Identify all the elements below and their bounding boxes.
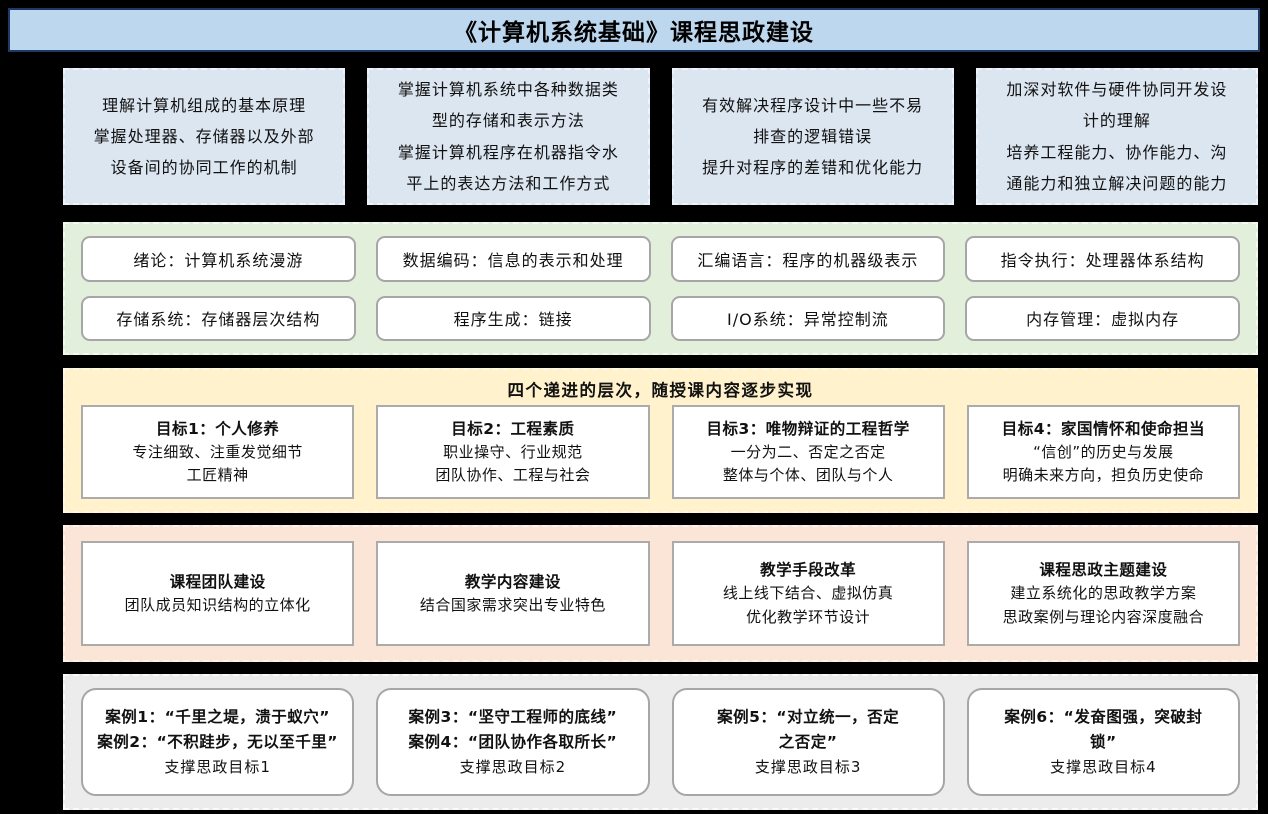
construction-title: 教学手段改革 <box>760 561 857 580</box>
chapter-label: I/O系统：异常控制流 <box>727 310 889 330</box>
goal-title: 目标3：唯物辩证的工程哲学 <box>706 419 910 438</box>
goal-box-1: 目标1：个人修养 专注细致、注重发觉细节 工匠精神 <box>81 405 355 499</box>
construction-box-methods: 教学手段改革 线上线下结合、虚拟仿真 优化教学环节设计 <box>671 541 945 646</box>
course-objectives-row: 理解计算机组成的基本原理 掌握处理器、存储器以及外部 设备间的协同工作的机制 掌… <box>63 68 1258 205</box>
case-box-4: 案例6：“发奋图强，突破封 锁” 支撑思政目标4 <box>966 688 1240 796</box>
diagram-title-bar: 《计算机系统基础》课程思政建设 <box>8 8 1260 52</box>
goal-box-4: 目标4：家国情怀和使命担当 “信创”的历史与发展 明确未来方向，担负历史使命 <box>966 405 1240 499</box>
construction-title: 教学内容建设 <box>464 572 561 591</box>
objective-text: 理解计算机组成的基本原理 掌握处理器、存储器以及外部 设备间的协同工作的机制 <box>93 95 315 178</box>
chapter-box-data-encoding: 数据编码：信息的表示和处理 <box>375 236 651 282</box>
construction-body: 结合国家需求突出专业特色 <box>419 595 606 614</box>
goal-title: 目标1：个人修养 <box>155 419 280 438</box>
objective-box-2: 掌握计算机系统中各种数据类 型的存储和表示方法 掌握计算机程序在机器指令水 平上… <box>367 68 650 205</box>
chapter-label: 内存管理：虚拟内存 <box>1026 310 1180 330</box>
case-box-2: 案例3：“坚守工程师的底线” 案例4：“团队协作各取所长” 支撑思政目标2 <box>376 688 650 796</box>
chapter-label: 程序生成：链接 <box>453 310 573 330</box>
construction-body: 建立系统化的思政教学方案 思政案例与理论内容深度融合 <box>1002 584 1205 626</box>
objective-box-3: 有效解决程序设计中一些不易 排查的逻辑错误 提升对程序的差错和优化能力 <box>671 68 954 205</box>
goal-body: 职业操守、行业规范 团队协作、工程与社会 <box>435 442 591 484</box>
goals-section: 四个递进的层次，随授课内容逐步实现 目标1：个人修养 专注细致、注重发觉细节 工… <box>63 368 1258 513</box>
goal-box-2: 目标2：工程素质 职业操守、行业规范 团队协作、工程与社会 <box>376 405 650 499</box>
construction-box-theme: 课程思政主题建设 建立系统化的思政教学方案 思政案例与理论内容深度融合 <box>966 541 1240 646</box>
case-text: 案例1：“千里之堤，溃于蚁穴” 案例2：“不积跬步，无以至千里” <box>97 708 338 751</box>
construction-section: 课程团队建设 团队成员知识结构的立体化 教学内容建设 结合国家需求突出专业特色 … <box>63 525 1258 662</box>
objective-box-4: 加深对软件与硬件协同开发设 计的理解 培养工程能力、协作能力、沟 通能力和独立解… <box>975 68 1258 205</box>
cases-section: 案例1：“千里之堤，溃于蚁穴” 案例2：“不积跬步，无以至千里” 支撑思政目标1… <box>63 674 1258 810</box>
case-support-label: 支撑思政目标3 <box>754 757 862 776</box>
goal-body: 专注细致、注重发觉细节 工匠精神 <box>132 442 303 484</box>
construction-box-content: 教学内容建设 结合国家需求突出专业特色 <box>376 541 650 646</box>
case-text: 案例6：“发奋图强，突破封 锁” <box>1004 708 1203 751</box>
goals-grid: 目标1：个人修养 专注细致、注重发觉细节 工匠精神 目标2：工程素质 职业操守、… <box>81 405 1240 499</box>
chapter-box-linking: 程序生成：链接 <box>375 295 651 341</box>
case-box-3: 案例5：“对立统一，否定 之否定” 支撑思政目标3 <box>671 688 945 796</box>
goal-body: 一分为二、否定之否定 整体与个体、团队与个人 <box>722 442 894 484</box>
construction-title: 课程团队建设 <box>169 572 266 591</box>
case-text: 案例5：“对立统一，否定 之否定” <box>717 708 900 751</box>
construction-box-team: 课程团队建设 团队成员知识结构的立体化 <box>81 541 355 646</box>
construction-body: 团队成员知识结构的立体化 <box>124 595 311 614</box>
case-box-1: 案例1：“千里之堤，溃于蚁穴” 案例2：“不积跬步，无以至千里” 支撑思政目标1 <box>81 688 355 796</box>
chapter-box-io: I/O系统：异常控制流 <box>670 295 946 341</box>
chapter-box-memory: 内存管理：虚拟内存 <box>965 295 1240 341</box>
objective-text: 掌握计算机系统中各种数据类 型的存储和表示方法 掌握计算机程序在机器指令水 平上… <box>397 80 619 193</box>
chapter-label: 存储系统：存储器层次结构 <box>116 310 321 330</box>
case-text: 案例3：“坚守工程师的底线” 案例4：“团队协作各取所长” <box>408 708 618 751</box>
chapter-box-assembly: 汇编语言：程序的机器级表示 <box>670 236 946 282</box>
chapter-label: 汇编语言：程序的机器级表示 <box>697 250 919 270</box>
case-support-label: 支撑思政目标1 <box>164 757 271 776</box>
chapter-box-storage: 存储系统：存储器层次结构 <box>81 295 356 341</box>
chapter-box-instruction: 指令执行：处理器体系结构 <box>965 236 1240 282</box>
objective-text: 加深对软件与硬件协同开发设 计的理解 培养工程能力、协作能力、沟 通能力和独立解… <box>1006 80 1228 193</box>
objective-text: 有效解决程序设计中一些不易 排查的逻辑错误 提升对程序的差错和优化能力 <box>702 95 924 178</box>
goals-section-header: 四个递进的层次，随授课内容逐步实现 <box>507 381 814 400</box>
case-support-label: 支撑思政目标2 <box>459 757 567 776</box>
chapter-label: 数据编码：信息的表示和处理 <box>402 250 624 270</box>
objective-box-1: 理解计算机组成的基本原理 掌握处理器、存储器以及外部 设备间的协同工作的机制 <box>63 68 346 205</box>
construction-body: 线上线下结合、虚拟仿真 优化教学环节设计 <box>722 584 894 626</box>
diagram-title: 《计算机系统基础》课程思政建设 <box>454 20 814 46</box>
chapter-box-intro: 绪论：计算机系统漫游 <box>81 236 356 282</box>
chapter-label: 指令执行：处理器体系结构 <box>1000 250 1205 270</box>
goal-box-3: 目标3：唯物辩证的工程哲学 一分为二、否定之否定 整体与个体、团队与个人 <box>671 405 945 499</box>
goal-title: 目标2：工程素质 <box>451 419 575 438</box>
chapter-label: 绪论：计算机系统漫游 <box>133 250 304 270</box>
case-support-label: 支撑思政目标4 <box>1050 757 1157 776</box>
construction-title: 课程思政主题建设 <box>1039 561 1168 580</box>
chapters-section: 绪论：计算机系统漫游 数据编码：信息的表示和处理 汇编语言：程序的机器级表示 指… <box>63 222 1258 355</box>
goal-body: “信创”的历史与发展 明确未来方向，担负历史使命 <box>1002 442 1205 484</box>
goal-title: 目标4：家国情怀和使命担当 <box>1001 419 1206 438</box>
